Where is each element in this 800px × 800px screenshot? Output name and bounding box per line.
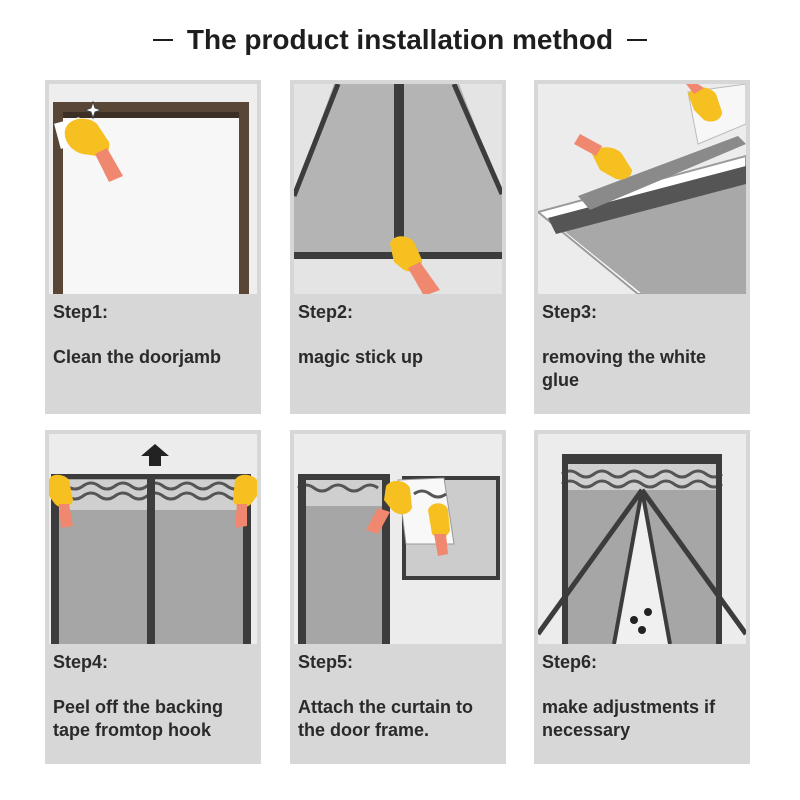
step-card-3: Step3: removing the white glue	[534, 80, 750, 414]
step-label: Step3:	[542, 302, 598, 322]
step-description: removing the white glue	[542, 347, 707, 390]
step-label: Step5:	[298, 652, 354, 672]
step-card-1: Step1: Clean the doorjamb	[45, 80, 261, 414]
title-text: The product installation method	[186, 24, 614, 55]
step-label: Step6:	[542, 652, 598, 672]
magic-stick-image	[294, 84, 502, 294]
glove-icon	[390, 236, 440, 294]
step-description: Peel off the backing tape fromtop hook	[53, 697, 224, 740]
step-description: magic stick up	[298, 347, 424, 367]
step-label: Step2:	[298, 302, 354, 322]
glove-icon	[686, 84, 722, 122]
step-card-5: Step5: Attach the curtain to the door fr…	[290, 430, 506, 764]
step-label: Step1:	[53, 302, 109, 322]
up-arrow-icon	[141, 444, 169, 466]
step-card-6: Step6: make adjustments if necessary	[534, 430, 750, 764]
glove-icon	[64, 118, 123, 182]
step-description: Clean the doorjamb	[53, 347, 222, 367]
sparkle-icon	[83, 100, 103, 120]
step1-illustration	[49, 84, 257, 294]
glove-icon	[366, 480, 412, 534]
glove-icon	[574, 134, 632, 180]
glove-icon	[428, 503, 450, 556]
step-card-2: Step2: magic stick up	[290, 80, 506, 414]
step-card-4: Step4: Peel off the backing tape fromtop…	[45, 430, 261, 764]
attach-curtain-image	[294, 434, 502, 644]
step-description: make adjustments if necessary	[542, 697, 716, 740]
doorjamb-cleaning-image	[49, 84, 257, 294]
step-label: Step4:	[53, 652, 109, 672]
remove-glue-image	[538, 84, 746, 294]
step4-illustration	[49, 434, 257, 644]
step6-illustration	[538, 434, 746, 644]
step5-illustration	[294, 434, 502, 644]
peel-backing-tape-image	[49, 434, 257, 644]
glove-icon	[233, 474, 257, 528]
page-title: The product installation method	[0, 18, 800, 62]
magnet-icon	[630, 608, 652, 634]
glove-icon	[49, 474, 73, 528]
step2-illustration	[294, 84, 502, 294]
title-dash-right	[627, 39, 648, 41]
title-dash-left	[152, 39, 173, 41]
adjust-curtain-image	[538, 434, 746, 644]
step3-illustration	[538, 84, 746, 294]
step-description: Attach the curtain to the door frame.	[298, 697, 474, 740]
